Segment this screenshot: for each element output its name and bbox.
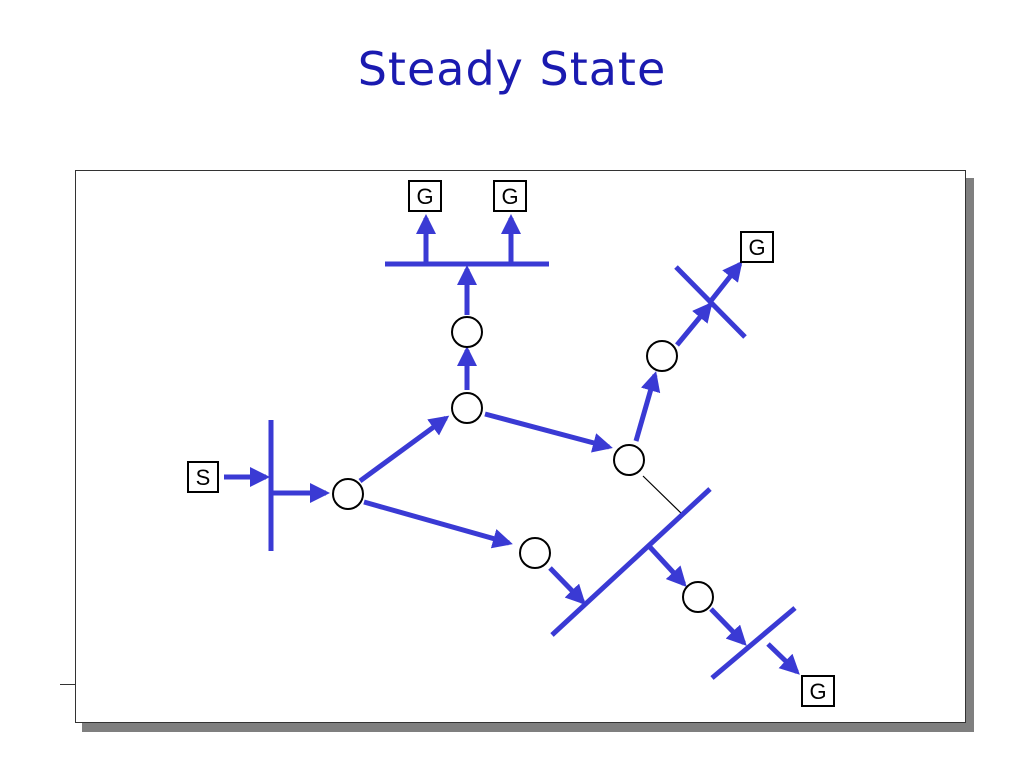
slide-title: Steady State	[357, 42, 667, 96]
arc-place-1-to-place-2	[358, 415, 450, 484]
arc-transition-middle-to-place-7	[646, 543, 687, 587]
goal-box-top-center: G	[493, 180, 527, 212]
place-1	[332, 478, 364, 510]
transition-bottom-diagonal	[710, 606, 797, 680]
place-6	[519, 537, 551, 569]
arc-place-2-to-place-4	[484, 411, 613, 453]
stray-line	[60, 684, 76, 685]
goal-label: G	[501, 184, 518, 209]
source-label: S	[196, 465, 211, 490]
thin-connector	[642, 475, 684, 516]
arc-place-1-to-place-6	[363, 499, 513, 549]
arc-place-4-to-place-5	[633, 371, 661, 442]
goal-label: G	[416, 184, 433, 209]
goal-box-bottom-right: G	[801, 675, 835, 707]
place-2	[451, 392, 483, 424]
place-3	[451, 316, 483, 348]
arc-transition-bottom-to-goal-bottom	[766, 642, 800, 675]
goal-label: G	[809, 679, 826, 704]
arc-place-7-to-transition-bottom	[709, 607, 747, 646]
goal-label: G	[748, 235, 765, 260]
arc-cross-to-goal-top-right	[708, 260, 743, 304]
place-4	[613, 444, 645, 476]
goal-box-top-left: G	[408, 180, 442, 212]
place-5	[646, 340, 678, 372]
arc-place-6-to-transition-middle	[548, 566, 586, 605]
goal-box-top-right: G	[740, 231, 774, 263]
place-7	[682, 581, 714, 613]
source-box: S	[187, 461, 219, 493]
transition-middle-diagonal	[550, 487, 712, 637]
arc-place-5-to-cross	[675, 301, 713, 347]
